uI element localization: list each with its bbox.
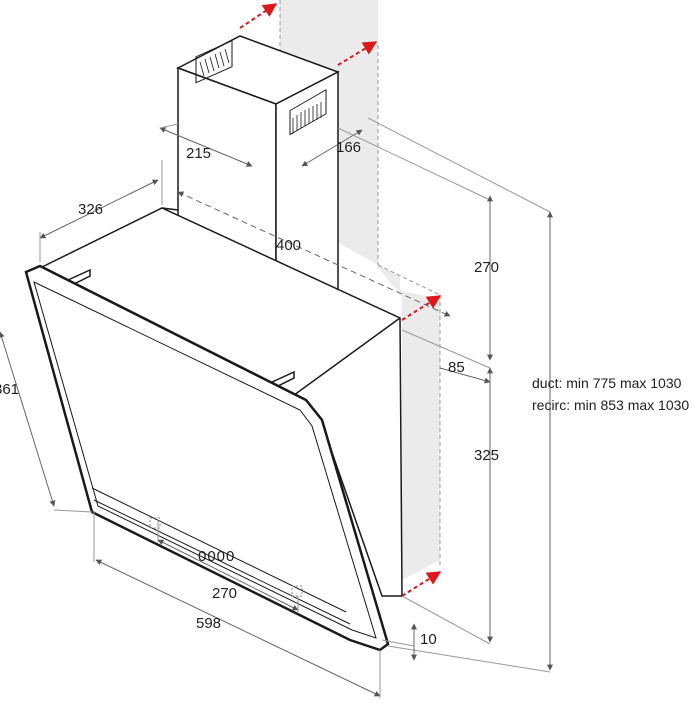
note-ducted: duct: min 775 max 1030 (532, 375, 682, 391)
dim-chimney-depth: 166 (336, 139, 361, 156)
dim-hood-width-top: 400 (276, 237, 301, 254)
note-recirc: recirc: min 853 max 1030 (532, 397, 689, 413)
dim-total-width: 598 (196, 615, 221, 632)
dim-bottom-gap: 10 (420, 631, 437, 648)
dim-hood-height: 325 (474, 447, 499, 464)
dim-control-width: 270 (212, 585, 237, 602)
dim-wall-offset: 85 (448, 359, 465, 376)
dim-hood-depth: 326 (78, 201, 103, 218)
dimension-lines (0, 117, 553, 698)
dim-glass-diagonal: 361 (0, 381, 19, 398)
dim-chimney-height: 270 (474, 259, 499, 276)
dim-chimney-width: 215 (186, 145, 211, 162)
